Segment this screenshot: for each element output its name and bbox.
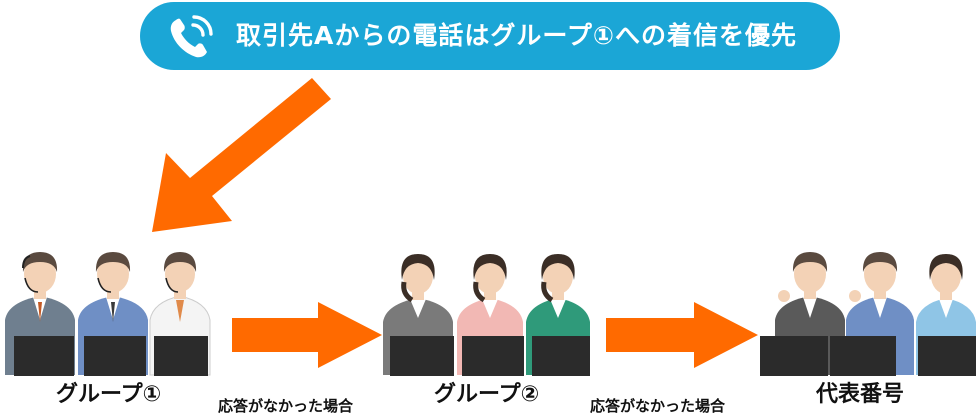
priority-banner: 取引先Aからの電話はグループ①への着信を優先 [140, 2, 840, 70]
main-number-operators [760, 252, 976, 376]
phone-icon [170, 15, 213, 58]
group2-operators [383, 254, 590, 376]
group1-operators [5, 252, 211, 376]
group2-label: グループ② [434, 382, 540, 407]
banner-text: 取引先Aからの電話はグループ①への着信を優先 [236, 21, 798, 50]
main-number-label: 代表番号 [816, 382, 905, 407]
condition-label-1: 応答がなかった場合 [218, 397, 354, 415]
arrow-group2-to-main [606, 302, 758, 368]
condition-label-2: 応答がなかった場合 [590, 397, 726, 415]
group1-label: グループ① [56, 382, 162, 407]
arrow-group1-to-group2 [232, 302, 382, 368]
diagonal-arrow [152, 78, 331, 232]
